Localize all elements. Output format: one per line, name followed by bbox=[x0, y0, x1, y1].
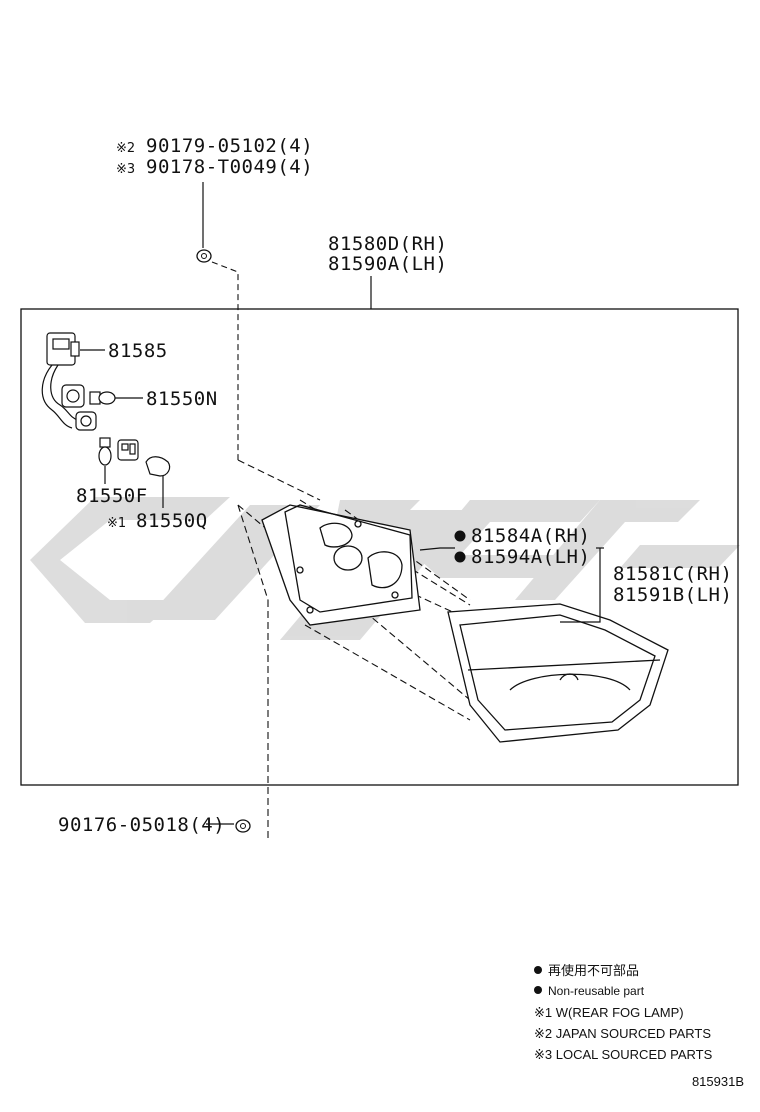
legend-nonreusable-en: Non-reusable part bbox=[548, 984, 645, 998]
lens-81581c-icon bbox=[447, 603, 669, 743]
legend-note-3: ※3 LOCAL SOURCED PARTS bbox=[534, 1047, 713, 1062]
label-lens-lh: 81591B(LH) bbox=[613, 584, 732, 606]
label-socket-wire: 81585 bbox=[108, 340, 168, 362]
label-gasket-rh: 81584A(RH) bbox=[471, 525, 590, 547]
label-lens-rh: 81581C(RH) bbox=[613, 563, 732, 585]
socket-wire-icon bbox=[41, 332, 97, 431]
gasket-81584a-icon bbox=[261, 504, 421, 626]
leader-81584a bbox=[419, 547, 455, 551]
label-bulb-n: 81550N bbox=[146, 388, 218, 410]
label-gasket-lh: 81594A(LH) bbox=[471, 546, 590, 568]
legend-note-2: ※2 JAPAN SOURCED PARTS bbox=[534, 1026, 712, 1041]
legend-dot-icon bbox=[534, 986, 542, 994]
bulb-81550n-icon bbox=[89, 391, 116, 405]
screw-bottom-icon bbox=[235, 819, 251, 833]
mark-bulb-q: ※1 bbox=[107, 516, 126, 531]
dash-top-screw bbox=[211, 261, 239, 460]
label-screw-top-a: 90179-05102(4) bbox=[146, 135, 313, 157]
label-lamp-assy-rh: 81580D(RH) bbox=[328, 233, 447, 255]
leader-81581c bbox=[560, 548, 601, 623]
label-bulb-f: 81550F bbox=[76, 485, 148, 507]
legend-dot-icon bbox=[534, 966, 542, 974]
screw-top-icon bbox=[196, 249, 212, 263]
label-screw-top-b: 90178-T0049(4) bbox=[146, 156, 313, 178]
legend-note-1: ※1 W(REAR FOG LAMP) bbox=[534, 1005, 684, 1020]
nonreusable-dot-gasket-lh bbox=[454, 551, 466, 563]
nonreusable-dot-gasket-rh bbox=[454, 530, 466, 542]
mark-screw-top-b: ※3 bbox=[116, 162, 135, 177]
legend: 再使用不可部品 Non-reusable part ※1 W(REAR FOG … bbox=[534, 960, 754, 1065]
figure-code: 815931B bbox=[691, 1074, 744, 1089]
legend-nonreusable-ja: 再使用不可部品 bbox=[548, 963, 640, 978]
label-screw-bottom: 90176-05018(4) bbox=[58, 814, 225, 836]
legend-row-en: Non-reusable part bbox=[534, 981, 754, 1002]
mark-screw-top-a: ※2 bbox=[116, 141, 135, 156]
bulb-81550f-icon bbox=[98, 437, 112, 466]
legend-row-ja: 再使用不可部品 bbox=[534, 960, 754, 981]
assembly-frame bbox=[20, 308, 739, 786]
socket-81550q-icon bbox=[117, 439, 171, 477]
label-lamp-assy-lh: 81590A(LH) bbox=[328, 253, 447, 275]
label-bulb-q: 81550Q bbox=[136, 510, 208, 532]
